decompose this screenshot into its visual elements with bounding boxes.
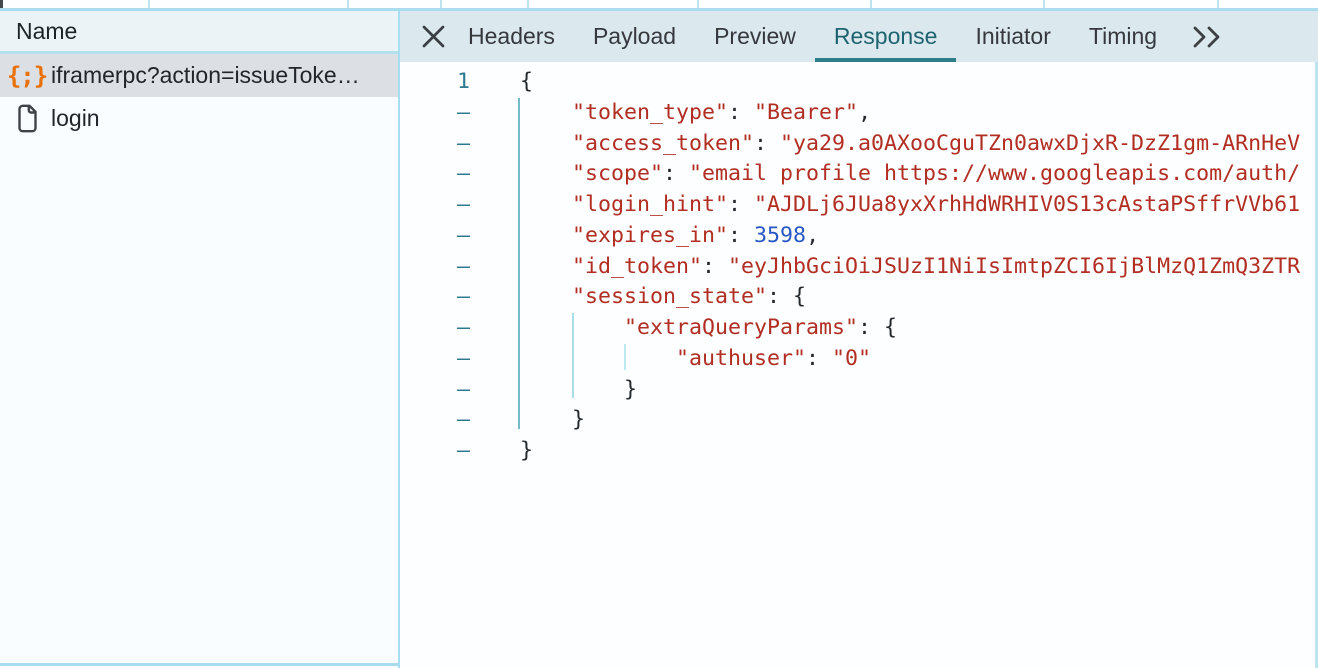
- code-line: 1{: [400, 67, 1318, 98]
- code-line: – "expires_in": 3598,: [400, 221, 1318, 252]
- line-number: –: [456, 407, 470, 433]
- code-line: –}: [400, 436, 1318, 467]
- line-number: –: [456, 438, 470, 463]
- line-number: –: [456, 315, 470, 340]
- line-number: –: [456, 222, 470, 248]
- column-tick: [1043, 0, 1045, 8]
- response-content-area[interactable]: 1{– "token_type": "Bearer",– "access_tok…: [400, 62, 1318, 668]
- name-column-header[interactable]: Name: [0, 11, 398, 54]
- line-number: –: [456, 192, 470, 217]
- request-name: iframerpc?action=issueToke…: [51, 62, 360, 88]
- code-line: – "extraQueryParams": {: [400, 313, 1318, 344]
- code-line: – }: [400, 375, 1318, 406]
- line-number: –: [456, 284, 470, 310]
- sidebar-bottom-border: [0, 663, 398, 666]
- indent-guide: [518, 98, 520, 429]
- column-tick: [870, 0, 872, 8]
- detail-tab-bar: Headers Payload Preview Response Initiat…: [400, 11, 1318, 62]
- tab-payload[interactable]: Payload: [592, 23, 677, 49]
- indent-guide: [572, 313, 574, 398]
- line-number: –: [456, 253, 470, 279]
- column-tick: [347, 0, 349, 8]
- line-number: –: [456, 376, 470, 402]
- json-file-icon: {;}: [6, 61, 48, 90]
- code-line: – "id_token": "eyJhbGciOiJSUzI1NiIsImtpZ…: [400, 252, 1318, 283]
- request-list-sidebar: Name {;} iframerpc?action=issueToke… log…: [0, 11, 398, 668]
- tab-preview[interactable]: Preview: [714, 23, 796, 49]
- panel-divider[interactable]: [398, 11, 400, 668]
- code-line: – "session_state": {: [400, 282, 1318, 313]
- tab-response[interactable]: Response: [814, 11, 957, 62]
- right-edge-border: [1315, 62, 1318, 668]
- column-tick: [527, 0, 529, 8]
- column-tick: [0, 0, 3, 8]
- line-number: –: [456, 345, 470, 371]
- name-column-label: Name: [16, 17, 78, 44]
- line-number: –: [456, 130, 470, 156]
- response-code: 1{– "token_type": "Bearer",– "access_tok…: [400, 62, 1318, 467]
- line-number: –: [456, 161, 470, 187]
- code-line: – "scope": "email profile https://www.go…: [400, 159, 1318, 190]
- tab-initiator[interactable]: Initiator: [975, 23, 1051, 49]
- indent-guide: [624, 344, 626, 370]
- code-line: – "login_hint": "AJDLj6JUa8yxXrhHdWRHIV0…: [400, 190, 1318, 221]
- tab-headers[interactable]: Headers: [468, 23, 555, 49]
- line-number: –: [456, 99, 470, 125]
- tab-timing[interactable]: Timing: [1088, 23, 1158, 49]
- code-line: – "authuser": "0": [400, 344, 1318, 375]
- header-top-border: [0, 8, 1318, 11]
- code-line: – "token_type": "Bearer",: [400, 98, 1318, 129]
- code-line: – "access_token": "ya29.a0AXooCguTZn0awx…: [400, 129, 1318, 160]
- code-line: – }: [400, 405, 1318, 436]
- request-row-iframerpc[interactable]: {;} iframerpc?action=issueToke…: [0, 54, 398, 97]
- column-tick: [440, 0, 442, 8]
- column-tick: [697, 0, 699, 8]
- line-number: 1: [456, 69, 470, 94]
- double-chevron-right-icon[interactable]: [1176, 11, 1240, 62]
- document-icon: [9, 104, 45, 133]
- table-columns-remnant: [0, 0, 1318, 8]
- request-name: login: [51, 105, 100, 131]
- column-tick: [148, 0, 150, 8]
- request-row-login[interactable]: login: [0, 97, 398, 140]
- request-detail-panel: Headers Payload Preview Response Initiat…: [400, 11, 1318, 668]
- close-icon[interactable]: [417, 20, 449, 54]
- column-tick: [1217, 0, 1219, 8]
